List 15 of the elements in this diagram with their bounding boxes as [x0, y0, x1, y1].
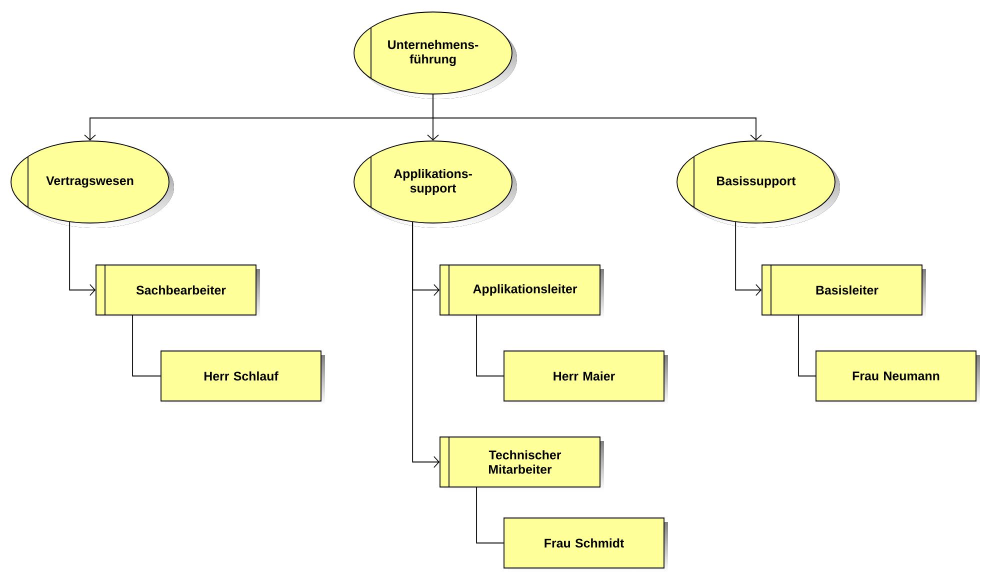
position-box: Sachbearbeiter — [96, 264, 260, 319]
arrow — [412, 222, 440, 468]
position-box: Applikationsleiter — [440, 264, 604, 319]
arrow — [735, 222, 762, 296]
position-box: Basisleiter — [762, 264, 926, 319]
person-box: Frau Neumann — [816, 350, 980, 405]
arrow — [69, 222, 96, 296]
person-box: Herr Schlauf — [160, 350, 325, 405]
connector-line — [132, 315, 161, 376]
person-box: Frau Schmidt — [504, 518, 668, 572]
person-box: Herr Maier — [504, 350, 668, 405]
connector-line — [476, 315, 504, 376]
connector-line — [798, 315, 816, 376]
connector-line — [476, 487, 504, 544]
position-box: Technischer Mitarbeiter — [440, 436, 604, 491]
